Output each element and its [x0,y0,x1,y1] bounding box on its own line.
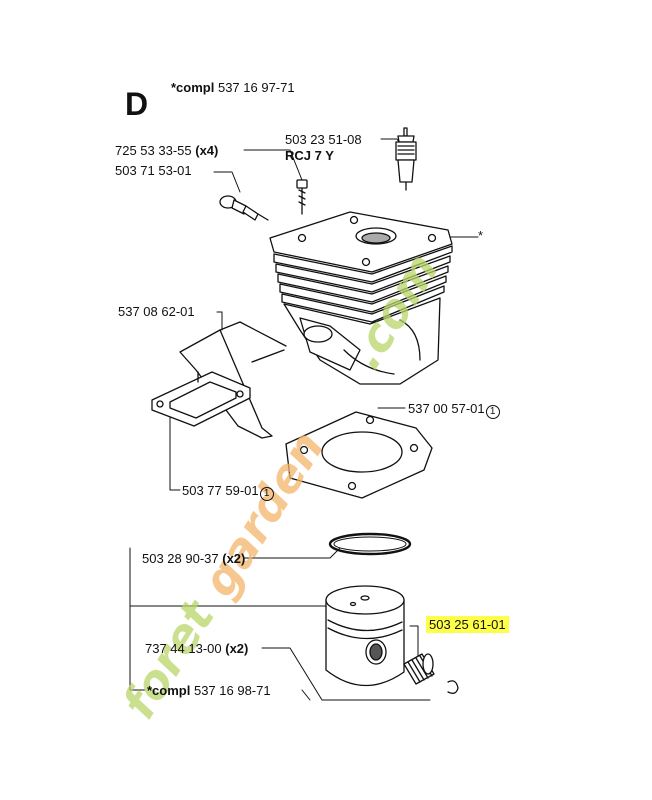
circlip-number: 737 44 13-00 [145,641,222,656]
bearing-number-highlighted: 503 25 61-01 [426,616,509,633]
section-compl-number: 537 16 97-71 [217,80,295,95]
piston-compl-number: 537 16 98-71 [193,683,271,698]
screw-drawing [296,179,308,215]
leader-lines [129,138,479,701]
valve-label: 503 71 53-01 [115,163,192,178]
circlip-qty: (x2) [225,641,249,656]
spark-plug-drawing [395,127,417,191]
muffler-gasket-number: 503 77 59-01 [182,483,259,498]
bearing-label: 503 25 61-01 [426,616,509,633]
piston-ring-number: 503 28 90-37 [142,551,219,566]
cylinder-gasket-number: 537 00 57-01 [408,401,485,416]
piston-ring-qty: (x2) [222,551,246,566]
spark-plug-label: 503 23 51-08 [285,132,362,147]
circlip-label: 737 44 13-00 (x2) [145,641,248,656]
decompression-valve-drawing [219,195,269,221]
screw-qty: (x4) [195,143,219,158]
heat-shield-label: 537 08 62-01 [118,304,195,319]
piston-ring-drawing [328,532,412,556]
screw-number: 725 53 33-55 [115,143,192,158]
spark-plug-type: RCJ 7 Y [285,148,334,163]
cylinder-asterisk: * [478,228,484,243]
piston-drawing [325,585,405,687]
muffler-gasket-drawing [151,349,285,427]
piston-compl-label: *compl 537 16 98-71 [147,683,271,698]
piston-compl-prefix: *compl [147,683,191,698]
cylinder-gasket-ref: 1 [485,405,500,419]
cylinder-gasket-drawing [285,411,433,499]
section-compl-prefix: *compl [171,80,215,95]
section-compl-label: *compl 537 16 97-71 [171,80,295,95]
piston-ring-label: 503 28 90-37 (x2) [142,551,245,566]
screw-label: 725 53 33-55 (x4) [115,143,218,158]
section-letter: D [125,86,149,122]
cylinder-drawing [269,211,453,385]
needle-bearing-drawing [403,653,435,685]
circlip-drawing [447,680,459,694]
muffler-gasket-ref: 1 [259,487,274,501]
